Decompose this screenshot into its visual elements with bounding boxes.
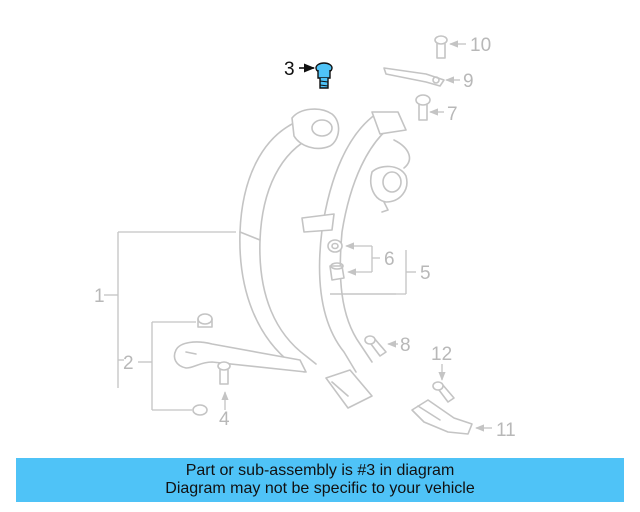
callout-7: 7 xyxy=(447,104,458,125)
leader-lines xyxy=(104,40,492,432)
retractor-assembly xyxy=(301,111,411,409)
callout-6: 6 xyxy=(384,249,395,270)
info-banner: Part or sub-assembly is #3 in diagram Di… xyxy=(16,458,624,502)
callout-9: 9 xyxy=(463,71,474,92)
nut-part-2-bottom xyxy=(192,404,208,416)
seat-belt-strap xyxy=(239,121,317,373)
callout-11: 11 xyxy=(496,420,516,441)
bolt-part-7 xyxy=(415,94,431,121)
callout-1: 1 xyxy=(94,286,105,307)
nut-part-6-lower xyxy=(329,262,345,281)
banner-line-part: Part or sub-assembly is #3 in diagram xyxy=(185,462,455,479)
nut-part-2-top xyxy=(197,313,213,328)
callout-4: 4 xyxy=(219,409,230,430)
callout-8: 8 xyxy=(400,335,411,356)
upper-belt-guide xyxy=(291,108,340,150)
callout-5: 5 xyxy=(420,263,431,284)
buckle-part-11 xyxy=(411,399,473,435)
callout-10: 10 xyxy=(470,35,491,56)
callout-3: 3 xyxy=(284,59,295,80)
lower-anchor-bracket xyxy=(173,341,307,373)
callout-12: 12 xyxy=(431,344,452,365)
parts-diagram: 1 2 3 4 5 6 7 8 9 10 11 12 xyxy=(94,35,516,441)
nut-part-6-upper xyxy=(327,239,343,253)
callout-labels: 1 2 3 4 5 6 7 8 9 10 11 12 xyxy=(94,35,516,441)
banner-line-disclaimer: Diagram may not be specific to your vehi… xyxy=(165,480,475,497)
bolt-part-8 xyxy=(364,335,387,357)
bolt-part-10 xyxy=(434,35,448,59)
bolt-part-4 xyxy=(217,361,231,385)
highlighted-bolt-part-3 xyxy=(315,62,333,89)
callout-2: 2 xyxy=(123,353,134,374)
bolt-part-12 xyxy=(432,381,455,403)
bracket-part-9 xyxy=(383,67,445,87)
